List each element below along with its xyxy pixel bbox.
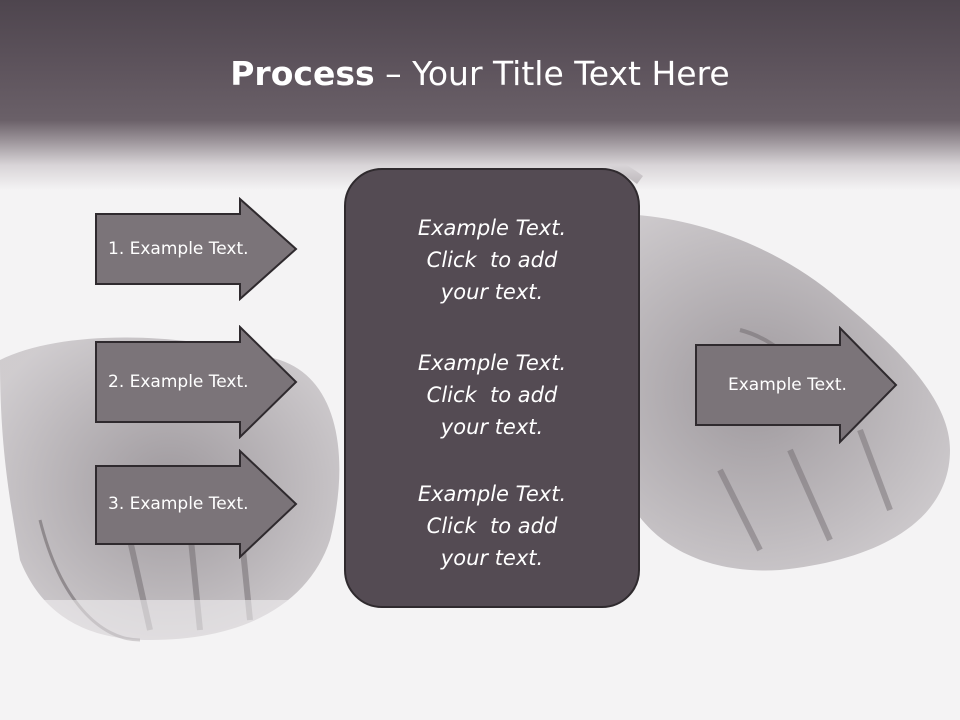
left-arrow-1[interactable]: 1. Example Text. <box>94 197 298 301</box>
slide-title: Process – Your Title Text Here <box>0 52 960 96</box>
title-bold: Process <box>230 54 375 93</box>
center-item-3-line1: Example Text. <box>417 482 567 506</box>
center-item-1-line2: Click to add <box>426 248 558 272</box>
right-arrow[interactable]: Example Text. <box>694 326 898 444</box>
right-arrow-label: Example Text. <box>728 375 847 395</box>
title-rest: – Your Title Text Here <box>374 54 730 93</box>
arrow-shape <box>95 325 298 439</box>
center-item-3[interactable]: Example Text. Click to add your text. <box>346 478 638 574</box>
center-item-1[interactable]: Example Text. Click to add your text. <box>346 212 638 308</box>
center-item-2-line3: your text. <box>440 415 544 439</box>
left-arrow-3-label: 3. Example Text. <box>108 494 249 514</box>
center-text-box[interactable]: Example Text. Click to add your text. Ex… <box>344 168 640 608</box>
header-band <box>0 0 960 190</box>
center-item-1-line3: your text. <box>440 280 544 304</box>
left-arrow-2-label: 2. Example Text. <box>108 372 249 392</box>
center-item-2[interactable]: Example Text. Click to add your text. <box>346 347 638 443</box>
center-item-2-line2: Click to add <box>426 383 558 407</box>
arrow-shape <box>95 449 298 559</box>
arrow-shape <box>695 326 898 444</box>
center-item-2-line1: Example Text. <box>417 351 567 375</box>
left-arrow-3[interactable]: 3. Example Text. <box>94 449 298 559</box>
center-item-1-line1: Example Text. <box>417 216 567 240</box>
center-item-3-line2: Click to add <box>426 514 558 538</box>
center-item-3-line3: your text. <box>440 546 544 570</box>
left-arrow-1-label: 1. Example Text. <box>108 239 249 259</box>
left-arrow-2[interactable]: 2. Example Text. <box>94 325 298 439</box>
arrow-shape <box>95 197 298 301</box>
